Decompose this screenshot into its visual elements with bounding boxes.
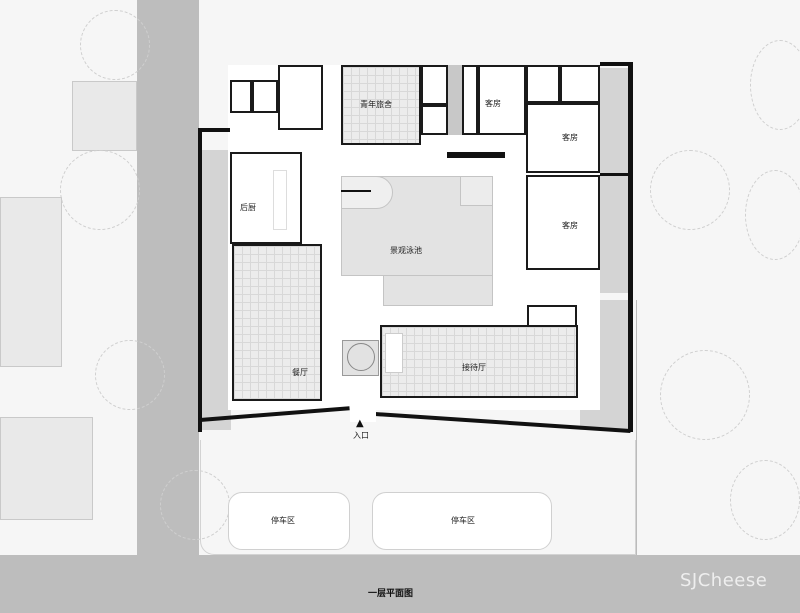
room-guest-upper-right — [526, 103, 600, 173]
label-back-kitchen: 后厨 — [240, 203, 256, 212]
reception-desk — [385, 333, 403, 373]
parking-area-1: 停车区 — [228, 492, 350, 550]
parking-area-2: 停车区 — [372, 492, 552, 550]
plaza-block-2 — [0, 197, 62, 367]
label-parking-1: 停车区 — [271, 516, 295, 525]
exterior-wall-left — [198, 130, 202, 432]
tree-icon — [730, 460, 800, 540]
pool-rail — [341, 190, 371, 192]
room-right-top-small-1 — [526, 65, 560, 103]
pool-steps — [341, 176, 393, 209]
tree-icon — [750, 40, 800, 130]
site-boundary-right — [636, 300, 637, 555]
exterior-wall-mid-right — [600, 173, 630, 176]
exterior-wall-top-left — [198, 128, 230, 132]
room-guest-lower-right — [526, 175, 600, 270]
entrance-arrow-icon: ▲ — [356, 418, 364, 429]
tree-icon — [80, 10, 150, 80]
tree-icon — [60, 150, 140, 230]
room-dining-hall — [232, 244, 322, 401]
room-top-mid-1 — [421, 65, 448, 105]
landscape-pool-lower — [383, 276, 493, 306]
watermark: SJCheese — [680, 570, 768, 591]
room-reception-hall — [380, 325, 578, 398]
room-top-left-3 — [278, 65, 323, 130]
label-guest-room-lower-right: 客房 — [562, 221, 578, 230]
exterior-wall-right — [628, 62, 633, 432]
room-top-left-2 — [252, 80, 278, 113]
fireplace-feature — [447, 152, 505, 158]
perimeter-band-right — [600, 68, 630, 293]
label-entrance: 入口 — [353, 431, 369, 440]
site-boundary-bottom — [200, 440, 636, 555]
label-youth-hostel: 青年旅舍 — [360, 100, 392, 109]
room-back-kitchen — [230, 152, 302, 244]
kitchen-counter — [273, 170, 287, 230]
courtyard-tree-icon — [347, 343, 375, 371]
stair-corridor — [448, 65, 462, 135]
room-youth-hostel — [341, 65, 421, 145]
exterior-wall-top-right — [600, 62, 633, 66]
room-reception-service — [527, 305, 577, 327]
room-top-mid-2 — [421, 105, 448, 135]
entrance-path — [350, 400, 376, 422]
tree-icon — [660, 350, 750, 440]
label-reception-hall: 接待厅 — [462, 363, 486, 372]
tree-icon — [95, 340, 165, 410]
room-top-left-1 — [230, 80, 252, 113]
room-top-mid-3 — [462, 65, 478, 135]
room-right-top-small-2 — [560, 65, 600, 103]
tree-icon — [650, 150, 730, 230]
perimeter-band-left — [201, 150, 231, 430]
label-guest-room-top: 客房 — [485, 99, 501, 108]
pool-annex — [460, 176, 493, 206]
room-guest-top — [478, 65, 526, 135]
label-pool: 景观泳池 — [390, 246, 422, 255]
plaza-block-3 — [0, 417, 93, 520]
road-horizontal — [0, 555, 800, 613]
tree-icon — [745, 170, 800, 260]
label-dining-hall: 餐厅 — [292, 368, 308, 377]
plan-title: 一层平面图 — [368, 589, 414, 599]
label-parking-2: 停车区 — [451, 516, 475, 525]
plaza-block-1 — [72, 81, 137, 151]
label-guest-room-upper-right: 客房 — [562, 133, 578, 142]
